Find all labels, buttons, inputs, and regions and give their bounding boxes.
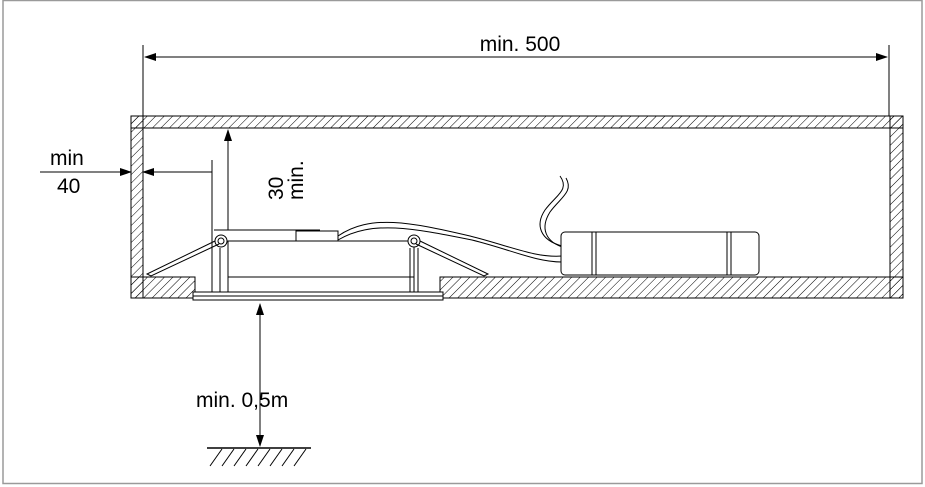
spring-clip-right <box>407 234 490 292</box>
floor-hatch <box>209 448 307 467</box>
floor-distance-label: min. 0,5m <box>196 389 288 412</box>
top-clearance-dimension: 30 min. <box>214 129 320 231</box>
ceiling-cavity <box>130 115 904 299</box>
ceiling-panel-right <box>439 276 904 299</box>
top-width-label: min. 500 <box>480 33 561 56</box>
ceiling-panel-left <box>130 276 196 299</box>
side-min-label: min <box>50 147 84 170</box>
spring-clip-left <box>145 234 228 292</box>
connection-cable <box>337 175 569 263</box>
downlight-fixture <box>145 230 490 301</box>
left-wall <box>130 115 144 299</box>
side-clearance-dimension: min 40 <box>40 147 213 300</box>
floor-distance-dimension: min. 0,5m <box>196 303 311 467</box>
side-value-label: 40 <box>57 175 80 198</box>
driver-unit <box>560 231 760 276</box>
right-wall <box>889 115 904 299</box>
top-width-dimension: min. 500 <box>142 33 890 116</box>
top-clearance-min: min. <box>285 160 308 200</box>
top-clearance-value: 30 <box>265 177 288 200</box>
top-slab <box>130 115 904 129</box>
